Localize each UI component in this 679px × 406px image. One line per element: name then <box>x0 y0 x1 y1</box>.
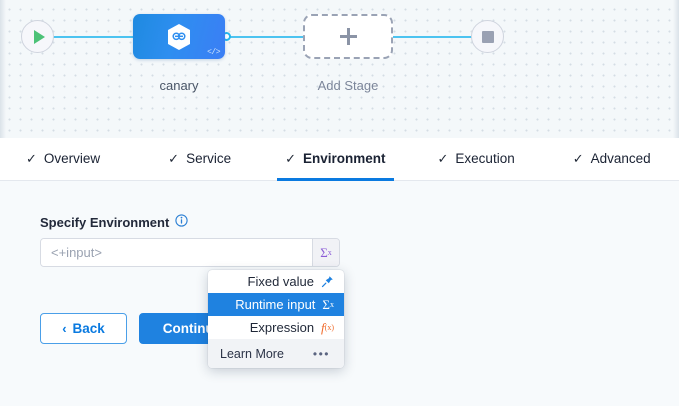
connector-line-stage-to-add <box>226 36 308 38</box>
specify-environment-label-row: Specify Environment <box>40 214 188 230</box>
check-icon: ✓ <box>437 150 449 166</box>
dropdown-learn-more-label: Learn More <box>220 346 284 361</box>
tab-execution[interactable]: ✓ Execution <box>438 138 515 181</box>
tab-environment[interactable]: ✓ Environment <box>277 138 394 181</box>
dropdown-item-runtime-input-label: Runtime input <box>235 297 316 312</box>
back-button-label: Back <box>72 321 105 336</box>
tab-advanced[interactable]: ✓ Advanced <box>573 138 651 181</box>
sigma-icon: Σ <box>320 244 328 260</box>
play-icon <box>33 29 45 44</box>
add-stage-label: Add Stage <box>317 78 379 93</box>
pipeline-start-node[interactable] <box>21 20 54 53</box>
tab-execution-label: Execution <box>455 150 515 166</box>
info-icon[interactable] <box>175 214 188 230</box>
dropdown-item-expression-label: Expression <box>249 320 315 335</box>
specify-environment-input[interactable] <box>41 239 312 266</box>
specify-environment-label: Specify Environment <box>40 214 170 230</box>
specify-environment-input-wrap: Σx <box>40 238 340 267</box>
tab-environment-label: Environment <box>303 150 386 166</box>
stage-config-tabbar: ✓ Overview ✓ Service ✓ Environment ✓ Exe… <box>0 138 679 181</box>
dropdown-item-fixed-value[interactable]: Fixed value <box>208 270 344 293</box>
tab-service-label: Service <box>186 150 232 166</box>
tab-overview-label: Overview <box>43 150 101 166</box>
stage-node-canary[interactable]: </> <box>133 14 225 59</box>
connector-line-add-to-end <box>390 36 478 38</box>
harness-hexagon-icon <box>166 23 192 51</box>
pipeline-canvas[interactable]: </> canary Add Stage <box>0 0 679 138</box>
code-badge-icon: </> <box>207 48 220 57</box>
plus-icon <box>339 28 357 45</box>
check-icon: ✓ <box>572 150 584 166</box>
sigma-superscript: x <box>327 248 332 257</box>
back-button[interactable]: ‹ Back <box>40 313 127 344</box>
connector-line-start-to-stage <box>48 36 140 38</box>
dropdown-item-expression[interactable]: Expression f(x) <box>208 316 344 339</box>
tab-overview[interactable]: ✓ Overview <box>26 138 100 181</box>
add-stage-button[interactable] <box>303 14 393 59</box>
stage-node-label: canary <box>159 78 199 93</box>
pipeline-end-node[interactable] <box>471 20 504 53</box>
stop-icon <box>481 30 494 43</box>
chevron-left-icon: ‹ <box>62 321 67 336</box>
fx-icon: f(x) <box>321 319 334 335</box>
check-icon: ✓ <box>168 150 180 166</box>
ellipsis-icon: ••• <box>312 346 330 361</box>
check-icon: ✓ <box>26 150 37 166</box>
tab-advanced-label: Advanced <box>590 150 651 166</box>
dropdown-item-fixed-value-label: Fixed value <box>247 274 314 289</box>
check-icon: ✓ <box>285 150 296 166</box>
continue-button-label: Continue <box>162 321 222 336</box>
dropdown-learn-more[interactable]: Learn More ••• <box>208 339 344 368</box>
tab-service[interactable]: ✓ Service <box>168 138 231 181</box>
pin-icon <box>321 275 334 288</box>
